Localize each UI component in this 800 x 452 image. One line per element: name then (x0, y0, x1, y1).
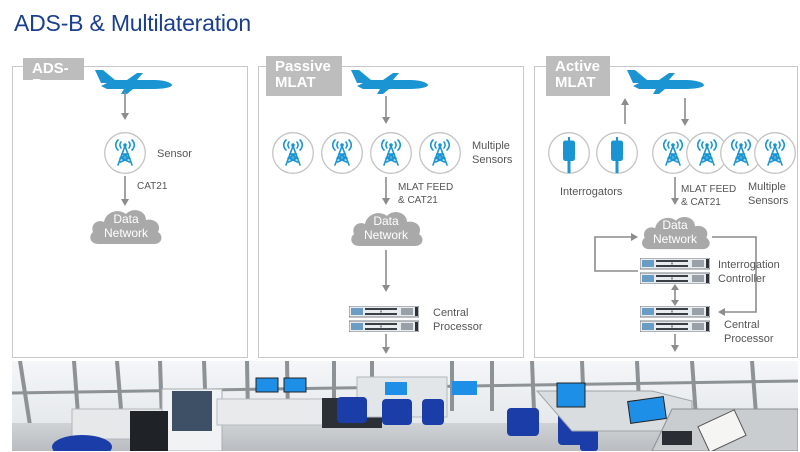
sensors-line1: Multiple (472, 140, 510, 152)
active-tag-line1: Active (555, 58, 601, 75)
feed-line1: MLAT FEED (681, 184, 737, 195)
adsb-tag-label: ADS-B (32, 60, 69, 93)
passive-tag-line1: Passive (275, 58, 331, 75)
arrow-sensors-to-network (382, 177, 390, 205)
adsb-panel-tag: ADS-B (23, 58, 84, 93)
sensors-line2: Sensors (748, 195, 789, 207)
active-mlat-tag: Active MLAT (546, 56, 610, 96)
airplane-icon (92, 68, 174, 94)
bidirectional-arrow (671, 284, 679, 306)
central-processor-server-icon (349, 306, 419, 332)
interrogation-controller-label: Interrogation Controller (718, 258, 780, 286)
central-processor-server-icon (640, 306, 710, 332)
active-tag-line2: MLAT (555, 74, 596, 91)
sensor-tower-icon (370, 132, 412, 174)
sensor-tower-icon (104, 132, 146, 174)
airplane-icon (624, 68, 706, 94)
cloud-text-line2: Network (103, 226, 148, 240)
sensor-tower-icon (754, 132, 796, 174)
data-network-label: Data Network (86, 212, 166, 240)
controller-to-network-loop-arrow (594, 233, 638, 272)
arrow-plane-to-sensors (681, 98, 689, 126)
airplane-icon (348, 68, 430, 94)
processor-line1: Central (724, 319, 760, 331)
interrogator-antenna-icon (596, 132, 638, 174)
central-processor-label: Central Processor (433, 306, 483, 334)
controller-line1: Interrogation (718, 259, 780, 271)
multiple-sensors-label: Multiple Sensors (472, 139, 512, 167)
arrow-plane-to-sensors (382, 96, 390, 124)
sensor-tower-icon (419, 132, 461, 174)
sensors-line1: Multiple (748, 181, 786, 193)
passive-tag-line2: MLAT (275, 74, 316, 91)
processor-line2: Processor (433, 321, 483, 333)
feed-line2: & CAT21 (681, 197, 721, 208)
arrow-plane-to-sensor (121, 92, 129, 120)
interrogators-label: Interrogators (560, 186, 623, 198)
sensors-line2: Sensors (472, 154, 513, 166)
network-to-processor-loop-arrow (712, 236, 757, 316)
data-network-label: Data Network (346, 214, 426, 242)
page-title: ADS-B & Multilateration (14, 10, 251, 36)
mlat-feed-label: MLAT FEED & CAT21 (398, 181, 453, 207)
cloud-text-line2: Network (652, 232, 697, 246)
controller-line2: Controller (718, 273, 766, 285)
feed-line2: & CAT21 (398, 195, 438, 206)
sensor-tower-icon (321, 132, 363, 174)
interrogator-antenna-icon (548, 132, 590, 174)
interrogation-controller-server-icon (640, 258, 710, 284)
mlat-feed-label: MLAT FEED & CAT21 (681, 183, 736, 209)
processor-line1: Central (433, 307, 469, 319)
sensor-tower-icon (272, 132, 314, 174)
arrow-processor-out (671, 334, 679, 352)
data-network-label: Data Network (635, 218, 715, 246)
cloud-text-line1: Data (113, 212, 139, 226)
cat21-label: CAT21 (137, 181, 168, 192)
control-room-photo (12, 361, 798, 451)
multiple-sensors-label: Multiple Sensors (748, 180, 788, 208)
processor-line2: Processor (724, 333, 774, 345)
cloud-text-line1: Data (373, 214, 399, 228)
cloud-text-line2: Network (363, 228, 408, 242)
arrow-sensor-to-network (121, 176, 129, 206)
arrow-processor-out (382, 334, 390, 354)
arrow-network-to-processor (382, 250, 390, 292)
arrow-sensors-to-network (671, 177, 679, 205)
arrow-interrogators-to-plane (621, 98, 629, 124)
cloud-text-line1: Data (662, 218, 688, 232)
passive-mlat-tag: Passive MLAT (266, 56, 342, 96)
sensor-label: Sensor (157, 148, 192, 160)
central-processor-label: Central Processor (724, 318, 774, 346)
feed-line1: MLAT FEED (398, 182, 454, 193)
